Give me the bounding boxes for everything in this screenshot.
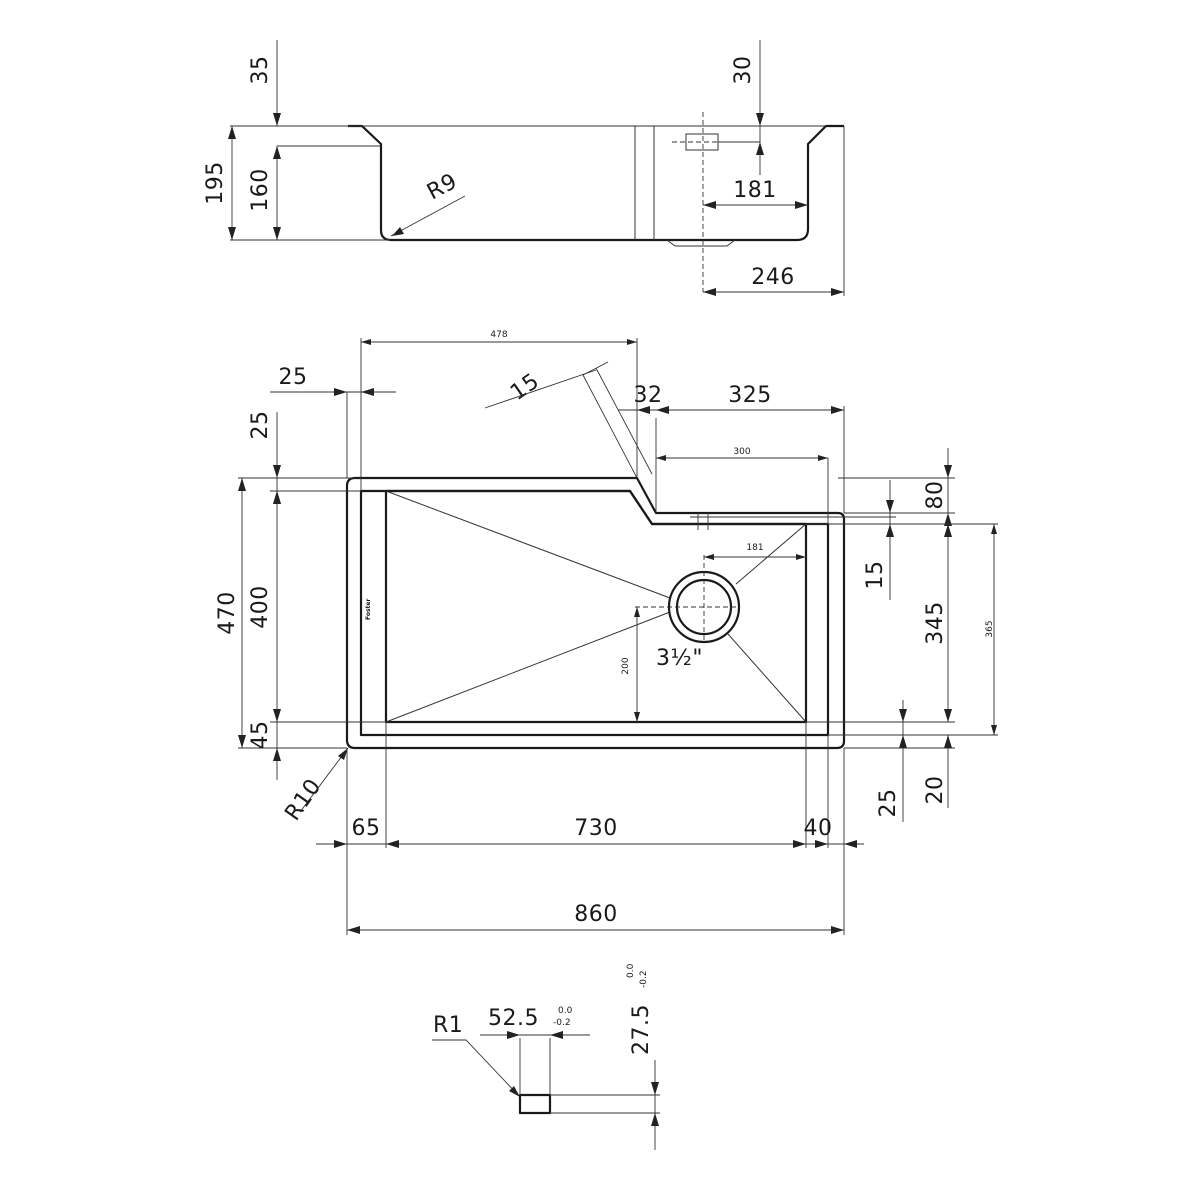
side-drain-stub [666,239,736,247]
brand-label: Foster [365,599,372,620]
plan-view: Foster 3½" 478 15 25 25 32 325 300 80 [215,330,998,935]
drain-axis [635,555,740,640]
plan-notch-angle: 15 [506,369,544,406]
plan-right-inner: 300 [733,447,750,457]
side-rim-top: 35 [248,56,273,85]
plan-slope-lines [385,490,807,723]
profile-width: 52.5 [488,1006,539,1031]
profile-detail: 52.5 0.0 -0.2 R1 27.5 0.0 -0.2 [432,963,660,1150]
plan-left-rim: 65 [352,816,381,841]
profile-height: 27.5 [629,1004,654,1055]
side-depth-total: 195 [203,161,228,205]
plan-rim-top-left: 25 [248,411,273,440]
plan-step-depth: 80 [923,481,948,510]
side-overflow-top: 30 [731,56,756,85]
plan-bottom-margin-right: 20 [923,776,948,805]
plan-outer-outline [345,476,846,750]
side-section-outline [348,124,844,242]
side-corner-radius: R9 [423,169,461,205]
plan-depth-bottom: 45 [248,721,273,750]
profile-section [518,1093,552,1115]
plan-step-rim: 15 [863,561,888,590]
profile-height-tol-lower: -0.2 [639,970,649,988]
side-view: 195 160 35 30 R9 181 246 [203,40,845,296]
plan-right-depth-outer: 365 [985,620,995,637]
plan-right-depth-inner: 345 [923,601,948,645]
plan-right-rim: 40 [804,816,833,841]
profile-height-tol-upper: 0.0 [626,963,636,978]
plan-inner-width: 730 [574,816,618,841]
plan-bowl-outline [384,489,808,724]
plan-overall-width: 860 [574,902,618,927]
plan-step-offset: 32 [634,383,663,408]
plan-bottom-rim-right: 25 [876,789,901,818]
plan-right-width: 325 [728,383,772,408]
side-depth-inner: 160 [248,168,273,212]
plan-drain-y: 200 [621,657,631,674]
plan-inner-outline [359,489,830,737]
plan-corner-radius: R10 [280,774,326,825]
plan-notch-width: 478 [490,330,507,340]
plan-drain-x: 181 [746,543,763,553]
plan-depth-inner: 400 [248,585,273,629]
side-drain-offset: 181 [733,178,777,203]
profile-width-tol-upper: 0.0 [558,1006,573,1016]
profile-radius: R1 [433,1013,463,1038]
plan-depth-outer: 470 [215,591,240,635]
profile-width-tol-lower: -0.2 [553,1018,571,1028]
side-drain-to-edge: 246 [751,265,795,290]
side-section-line [634,126,655,240]
plan-rim-left: 25 [279,365,308,390]
drain-size: 3½" [656,646,703,671]
